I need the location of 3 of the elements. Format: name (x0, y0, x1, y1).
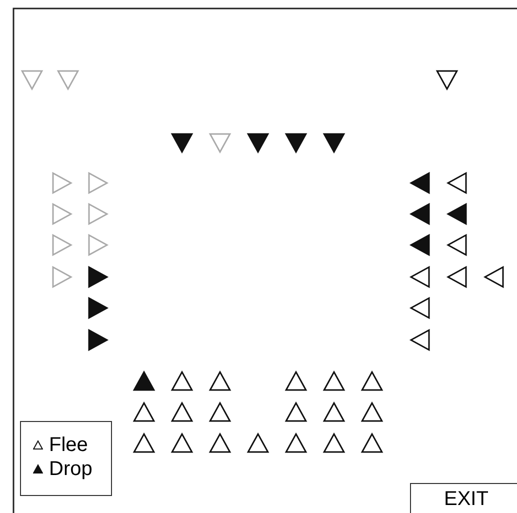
legend-label: Flee (49, 434, 88, 456)
exit-sign: EXIT (410, 483, 517, 513)
legend-label: Drop (49, 458, 92, 480)
